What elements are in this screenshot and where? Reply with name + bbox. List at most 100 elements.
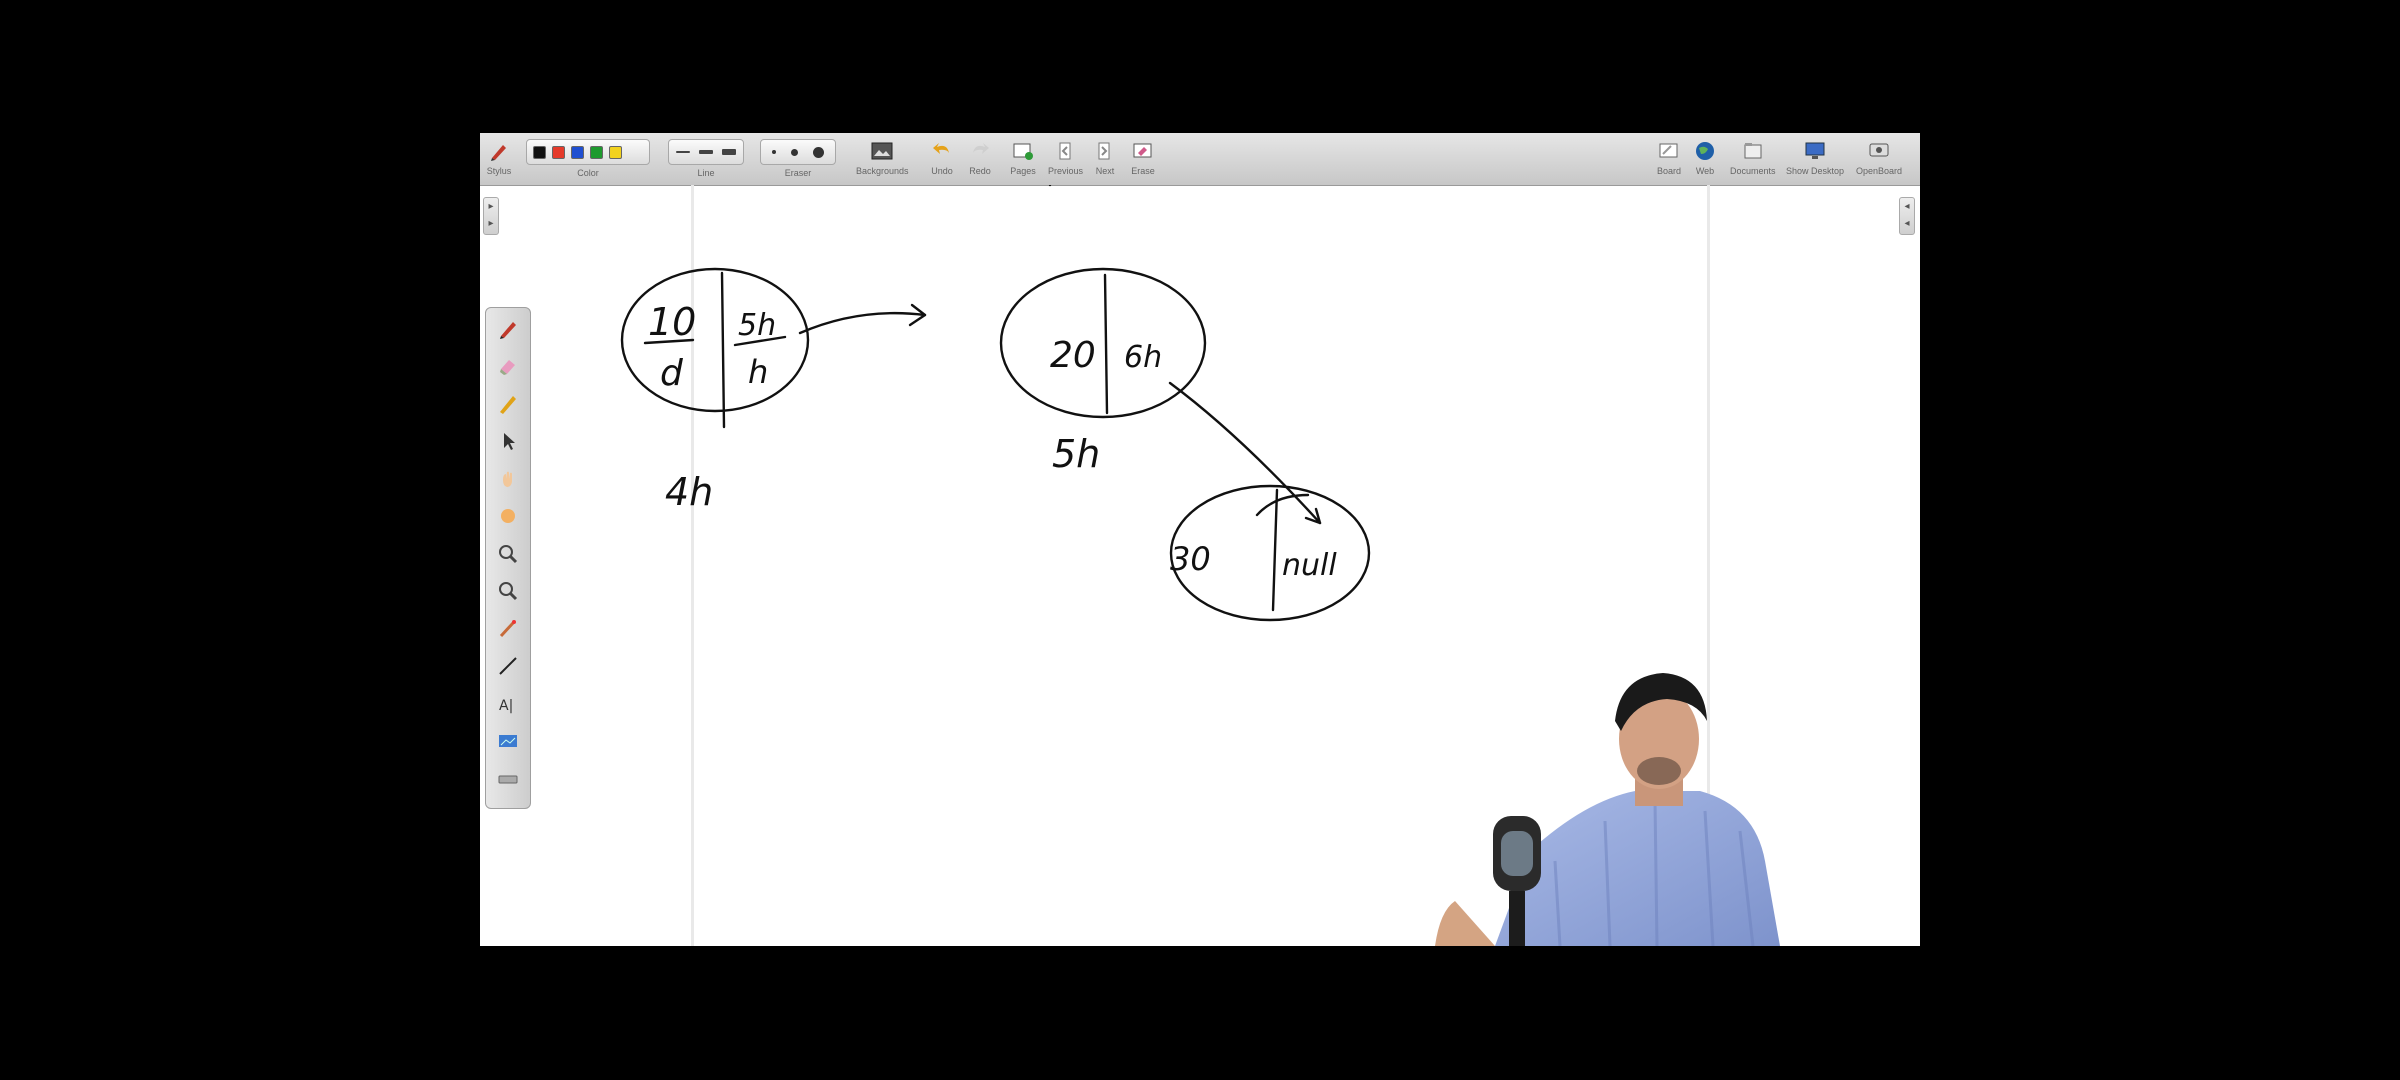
web-button[interactable]: Web (1692, 139, 1718, 181)
line-medium-button[interactable] (698, 150, 713, 154)
arrow-head-1 (908, 303, 927, 327)
zoom-in-icon (497, 543, 519, 570)
palette-tool-zoom-out[interactable] (493, 579, 523, 609)
node2-address: 5h (1052, 432, 1100, 476)
node3-next: null (1282, 548, 1337, 583)
arrow-node1-to-node2 (798, 311, 927, 335)
line-width-picker (668, 139, 744, 165)
node1-fraction-bar (643, 338, 695, 345)
show-desktop-label: Show Desktop (1786, 166, 1845, 176)
redo-icon (967, 139, 993, 163)
color-label: Color (577, 168, 599, 178)
palette-tool-capture[interactable] (493, 729, 523, 759)
line-thick-button[interactable] (721, 149, 736, 155)
node1-circle (620, 267, 810, 413)
line-group: Line (668, 139, 744, 181)
undo-button[interactable]: Undo (929, 139, 955, 181)
web-label: Web (1695, 166, 1715, 176)
capture-icon (497, 730, 519, 757)
arrow-node2-to-node3 (1168, 381, 1322, 525)
palette-tool-marker[interactable] (493, 391, 523, 421)
node1-value-num: 10 (648, 300, 696, 344)
color-swatch-5[interactable] (609, 145, 622, 159)
redo-label: Redo (969, 166, 991, 176)
text-icon: A| (497, 693, 519, 720)
documents-button[interactable]: Documents (1730, 139, 1776, 181)
previous-button[interactable]: Previous (1048, 139, 1083, 181)
redo-button[interactable]: Redo (967, 139, 993, 181)
documents-icon (1740, 139, 1766, 163)
color-swatch-2[interactable] (552, 145, 565, 159)
eraser-icon (497, 355, 519, 382)
eraser-group: Eraser (760, 139, 836, 181)
tool-palette: A| (485, 307, 531, 809)
keyboard-icon (497, 768, 519, 795)
backgrounds-icon (869, 139, 895, 163)
show-desktop-button[interactable]: Show Desktop (1786, 139, 1844, 181)
page-left-edge (691, 185, 694, 946)
next-button[interactable]: Next (1092, 139, 1118, 181)
color-swatch-4[interactable] (590, 145, 603, 159)
node1-address: 4h (665, 470, 713, 514)
palette-tool-zoom-in[interactable] (493, 541, 523, 571)
backgrounds-label: Backgrounds (856, 166, 909, 176)
previous-page-icon (1053, 139, 1079, 163)
openboard-menu-button[interactable]: OpenBoard (1856, 139, 1902, 181)
play-icon (497, 505, 519, 532)
palette-tool-text[interactable]: A| (493, 691, 523, 721)
erase-button[interactable]: Erase (1130, 139, 1156, 181)
main-toolbar: Stylus Color Line Eraser (480, 133, 1920, 186)
palette-tool-keyboard[interactable] (493, 766, 523, 796)
line-label: Line (697, 168, 715, 178)
line-icon (497, 655, 519, 682)
palette-tool-pen[interactable] (493, 316, 523, 346)
palette-tool-eraser[interactable] (493, 354, 523, 384)
openboard-icon (1866, 139, 1892, 163)
palette-tool-laser-pointer[interactable] (493, 616, 523, 646)
node2-circle (999, 267, 1207, 419)
pages-icon (1010, 139, 1036, 163)
palette-tool-hand[interactable] (493, 466, 523, 496)
whiteboard-window: Stylus Color Line Eraser (480, 133, 1920, 946)
laser-pointer-icon (497, 618, 519, 645)
presenter-video (1435, 673, 1780, 946)
previous-label: Previous (1048, 166, 1084, 176)
stylus-button[interactable]: Stylus (486, 139, 512, 181)
node1-next-den: h (748, 353, 768, 391)
svg-text:A|: A| (499, 698, 513, 714)
zoom-out-icon (497, 580, 519, 607)
documents-label: Documents (1730, 166, 1776, 176)
undo-label: Undo (931, 166, 953, 176)
left-panel-toggle[interactable]: ▸▸ (483, 197, 499, 235)
color-swatch-3[interactable] (571, 145, 584, 159)
next-label: Next (1095, 166, 1115, 176)
undo-icon (929, 139, 955, 163)
erase-page-icon (1130, 139, 1156, 163)
line-thin-button[interactable] (676, 151, 691, 153)
palette-tool-selector[interactable] (493, 429, 523, 459)
palette-tool-play[interactable] (493, 504, 523, 534)
eraser-small-button[interactable] (771, 150, 776, 154)
node2-next: 6h (1124, 340, 1162, 375)
palette-tool-line[interactable] (493, 654, 523, 684)
node3-hook (1255, 493, 1310, 517)
stylus-label: Stylus (486, 166, 512, 176)
color-swatch-1[interactable] (533, 145, 546, 159)
globe-icon (1692, 139, 1718, 163)
arrow-head-2 (1304, 507, 1322, 525)
selector-icon (497, 430, 519, 457)
eraser-size-picker (760, 139, 836, 165)
backgrounds-button[interactable]: Backgrounds (856, 139, 909, 181)
board-label: Board (1656, 166, 1682, 176)
right-panel-toggle[interactable]: ◂◂ (1899, 197, 1915, 235)
color-group: Color (526, 139, 650, 181)
node1-divider (720, 271, 726, 429)
pages-button[interactable]: Pages (1010, 139, 1036, 181)
stylus-icon (486, 139, 512, 163)
node3-value: 30 (1170, 540, 1211, 578)
node3-divider (1271, 488, 1279, 612)
whiteboard-canvas[interactable]: 10 d 5h h 20 6h 30 null 5h 4h (480, 185, 1920, 946)
eraser-medium-button[interactable] (790, 148, 798, 156)
eraser-large-button[interactable] (813, 146, 825, 158)
board-button[interactable]: Board (1656, 139, 1682, 181)
